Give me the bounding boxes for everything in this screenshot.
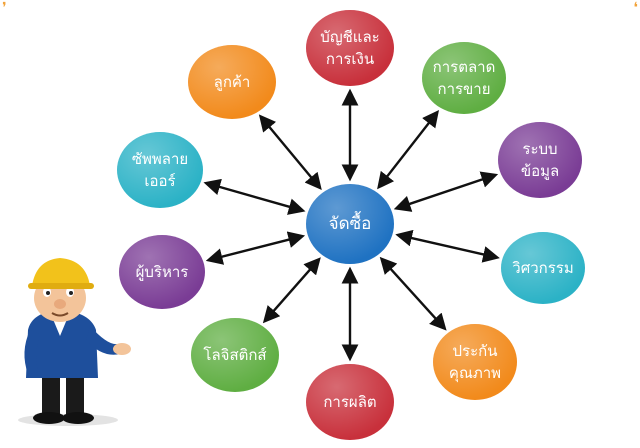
node-label: ข้อมูล	[521, 162, 559, 180]
arrow-quality-assurance	[379, 256, 447, 331]
node-label: การผลิต	[323, 393, 376, 411]
center-node-purchasing: จัดซื้อ	[306, 184, 394, 264]
node-highlight	[433, 324, 517, 400]
arrow-engineering	[395, 229, 500, 263]
arrow-supplier	[203, 178, 306, 215]
arrow-marketing	[377, 109, 440, 190]
node-executives: ผู้บริหาร	[119, 235, 205, 309]
node-label: ประกัน	[453, 342, 498, 360]
corner-mark-right: ❛	[633, 0, 638, 16]
nodes: บัญชีและการเงินการตลาดการขายระบบข้อมูลวิ…	[117, 10, 585, 440]
node-highlight	[306, 184, 394, 264]
node-label: วิศวกรรม	[512, 259, 574, 277]
node-label: ผู้บริหาร	[136, 263, 189, 281]
corner-mark-left: ❜	[2, 0, 7, 16]
arrow-customer	[258, 114, 322, 191]
node-label: คุณภาพ	[449, 364, 501, 383]
node-highlight	[117, 132, 203, 208]
node-label: โลจิสติกส์	[203, 346, 266, 364]
node-engineering: วิศวกรรม	[501, 232, 585, 304]
node-highlight	[306, 364, 394, 440]
engineer-illustration	[18, 258, 131, 426]
arrow-information-system	[393, 171, 499, 212]
node-quality-assurance: ประกันคุณภาพ	[433, 324, 517, 400]
node-highlight	[422, 42, 506, 114]
node-highlight	[498, 122, 582, 198]
node-label: ระบบ	[522, 140, 557, 158]
node-logistics: โลจิสติกส์	[191, 318, 279, 392]
node-label: ลูกค้า	[214, 73, 251, 91]
arrows	[203, 88, 500, 362]
node-highlight	[306, 10, 394, 86]
node-label: จัดซื้อ	[329, 211, 372, 234]
node-highlight	[501, 232, 585, 304]
node-label: ซัพพลาย	[132, 150, 188, 168]
node-highlight	[188, 45, 276, 119]
arrow-logistics	[262, 257, 321, 324]
node-highlight	[191, 318, 279, 392]
node-customer: ลูกค้า	[188, 45, 276, 119]
node-production: การผลิต	[306, 364, 394, 440]
node-highlight	[119, 235, 205, 309]
node-label: บัญชีและ	[320, 28, 379, 46]
node-label: เออร์	[144, 172, 175, 190]
node-label: การเงิน	[326, 50, 374, 68]
node-label: การตลาด	[433, 58, 496, 76]
node-label: การขาย	[437, 80, 490, 98]
arrow-executives	[205, 231, 306, 265]
